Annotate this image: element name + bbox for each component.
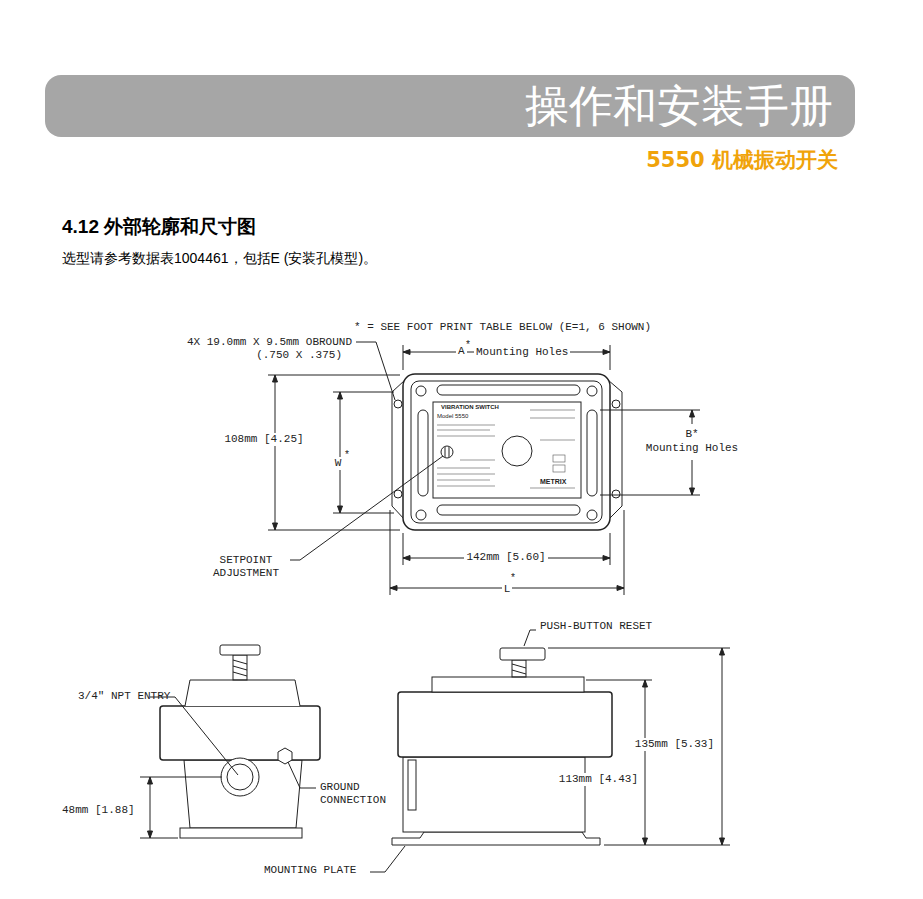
section-title: 4.12 外部轮廓和尺寸图 bbox=[62, 216, 256, 238]
callout-text: SETPOINT ADJUSTMENT bbox=[201, 554, 291, 579]
dim-star: * bbox=[465, 340, 471, 352]
callout-text: 3/4" NPT ENTRY bbox=[78, 690, 170, 703]
dimension: 135mm [5.33] bbox=[633, 738, 716, 751]
dim-star: * bbox=[344, 450, 350, 462]
callout-text: MOUNTING PLATE bbox=[264, 864, 356, 877]
callout-text: GROUND CONNECTION bbox=[320, 781, 404, 806]
dim-star: * bbox=[510, 573, 516, 585]
hole-note: 4X 19.0mm X 9.5mm OBROUND bbox=[187, 336, 352, 349]
dim-text: Mounting Holes bbox=[644, 442, 740, 455]
dimension: 142mm [5.60] bbox=[464, 551, 547, 564]
callout-text: PUSH-BUTTON RESET bbox=[540, 620, 652, 633]
dim-text: Mounting Holes bbox=[474, 346, 570, 359]
header-text: 操作和安装手册 bbox=[525, 79, 833, 133]
footprint-note: * = SEE FOOT PRINT TABLE BELOW (E=1, 6 S… bbox=[354, 321, 651, 334]
dim-letter: B* bbox=[683, 428, 700, 441]
hole-note-inch: (.750 X .375) bbox=[256, 349, 342, 362]
nameplate-text: VIBRATION SWITCH bbox=[441, 404, 499, 411]
header-band: 操作和安装手册 bbox=[45, 75, 855, 137]
subtitle: 5550 机械振动开关 bbox=[646, 148, 838, 172]
dimension: 108mm [4.25] bbox=[222, 433, 305, 446]
nameplate-text: METRIX bbox=[540, 478, 566, 486]
dim-letter: L bbox=[502, 583, 513, 596]
nameplate-text: Model 5550 bbox=[437, 413, 468, 420]
dim-letter: W bbox=[333, 457, 344, 470]
dimension: 113mm [4.43] bbox=[557, 773, 640, 786]
dimension: 48mm [1.88] bbox=[62, 804, 135, 817]
intro-text: 选型请参考数据表1004461，包括E (安装孔模型)。 bbox=[62, 250, 377, 266]
